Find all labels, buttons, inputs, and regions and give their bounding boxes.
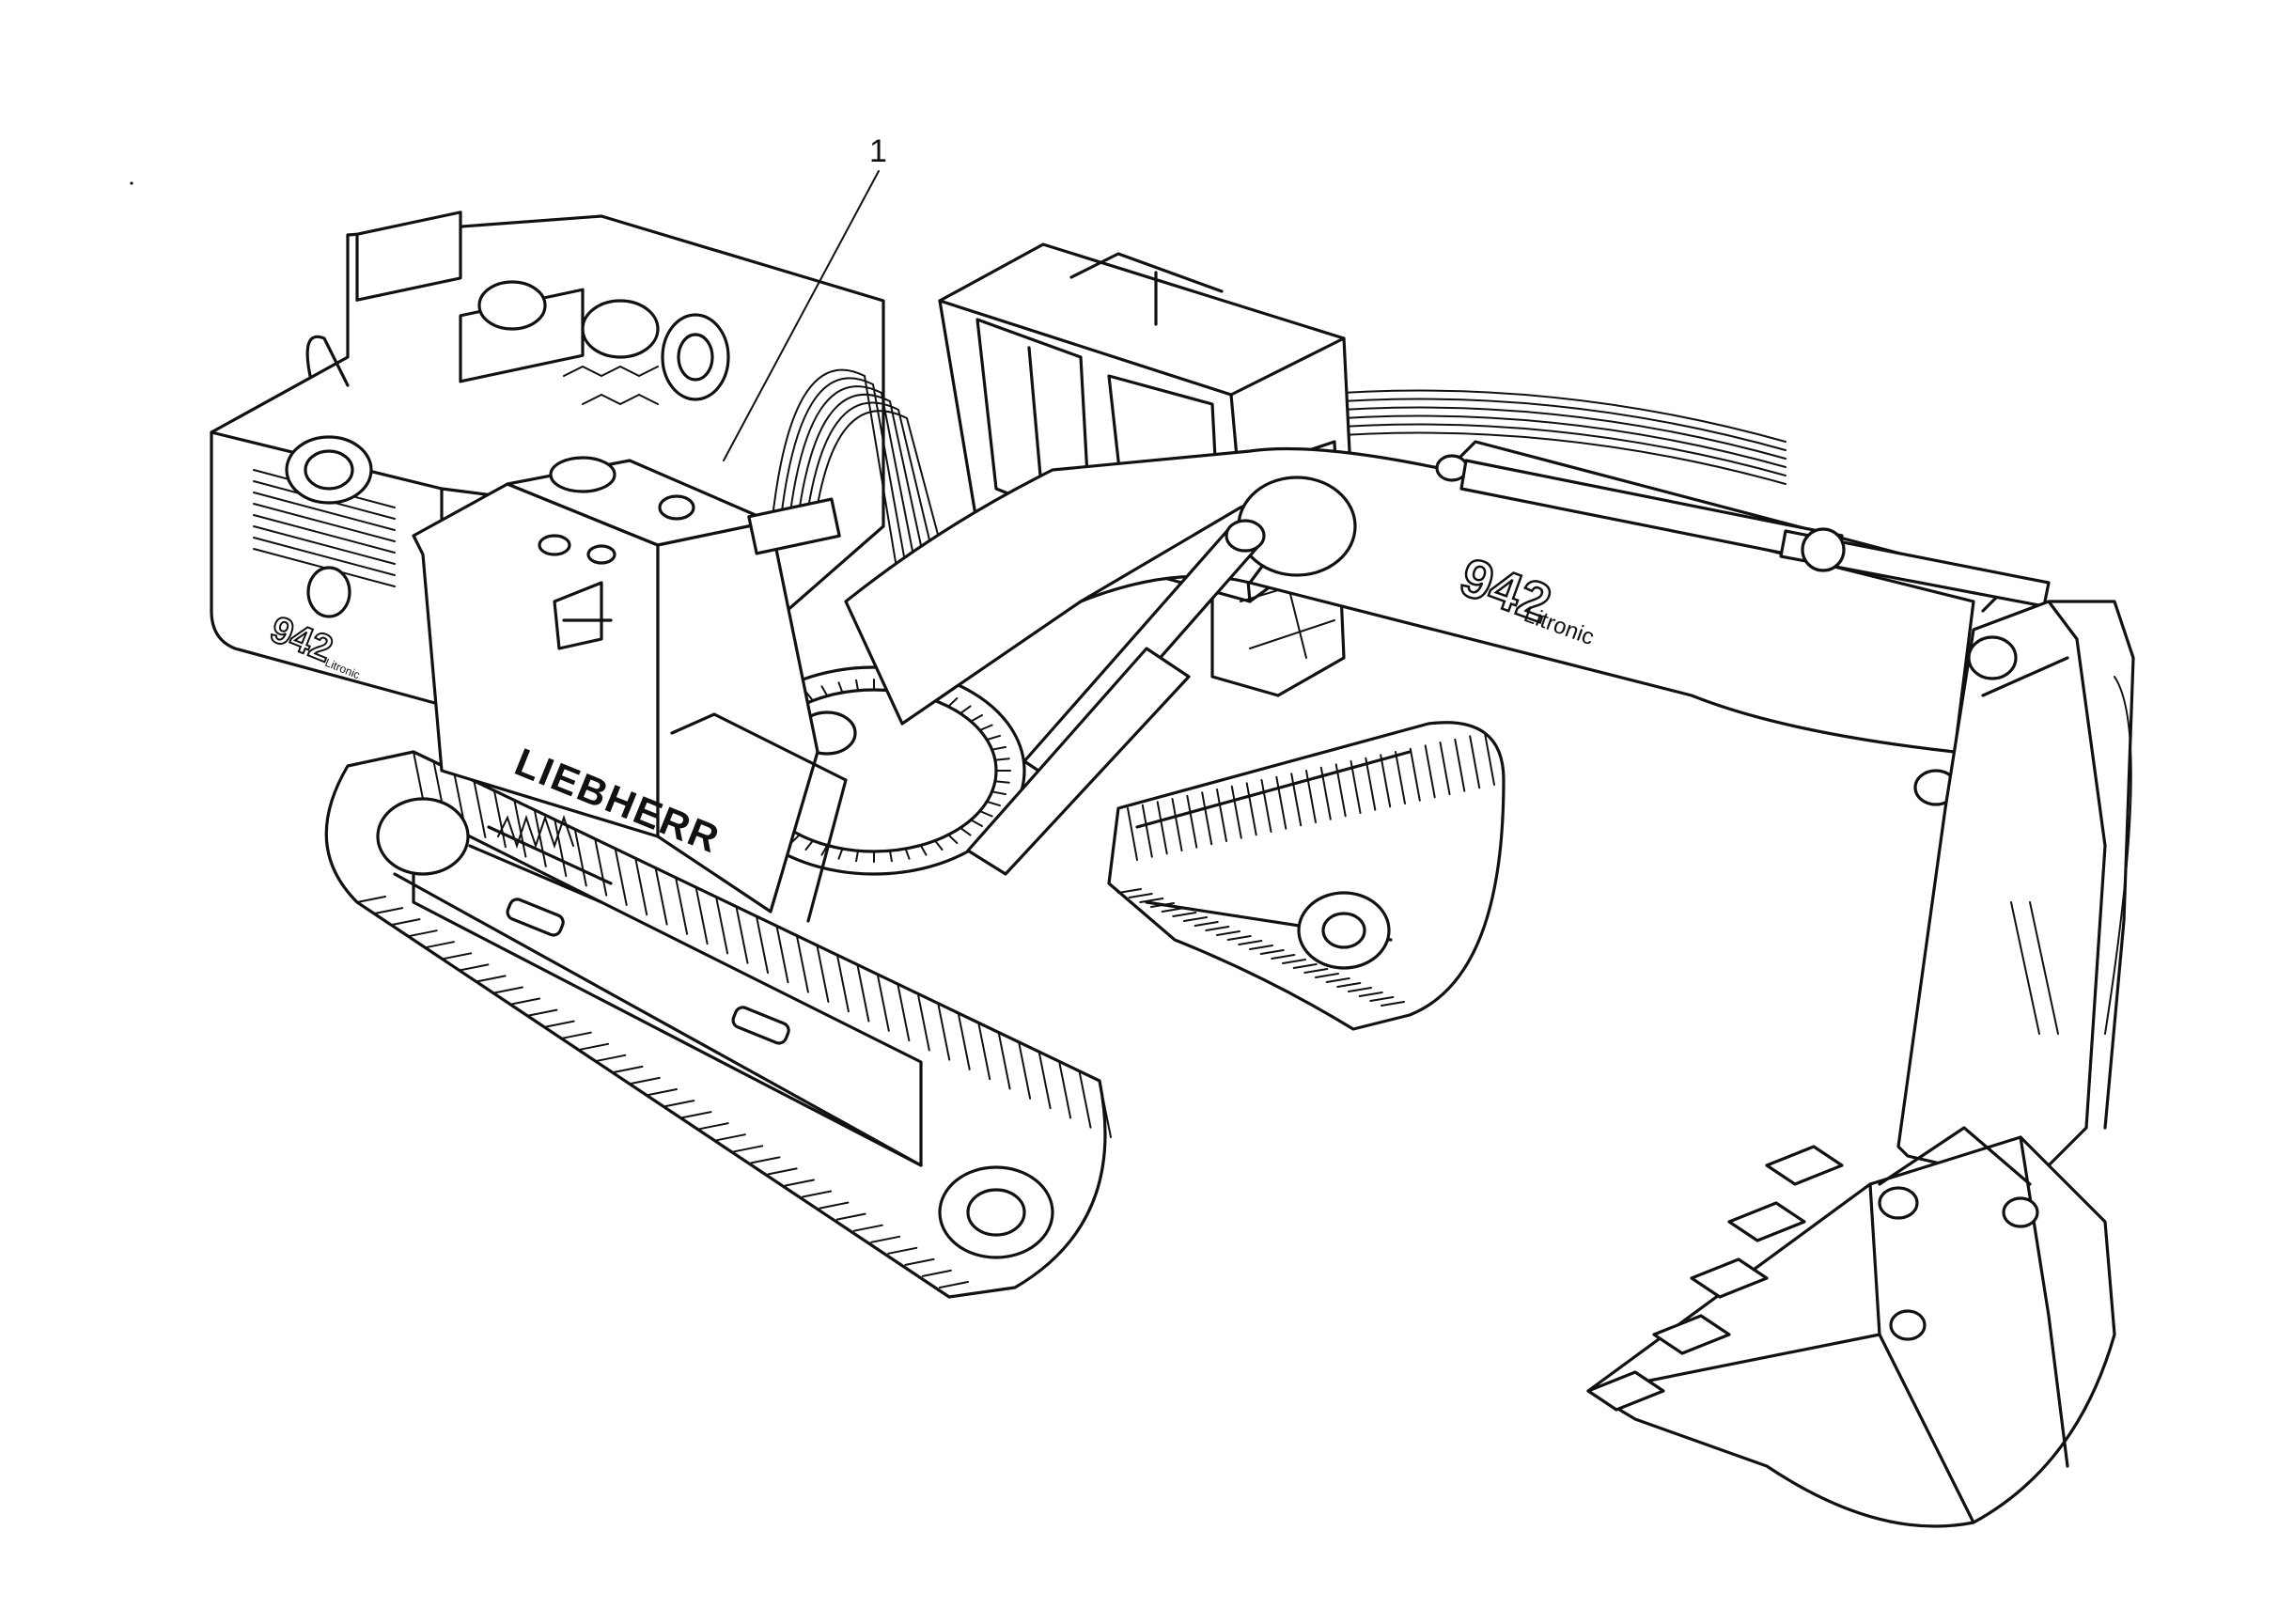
paper-speck (130, 181, 133, 185)
stick (1896, 600, 2135, 1186)
upper-carriage: LIEBHERR 942 Litronic (210, 211, 885, 923)
leader-line (723, 170, 880, 461)
bucket (1586, 1126, 2116, 1528)
bucket-teeth (1586, 1145, 1844, 1412)
callout-1: 1 (723, 133, 887, 461)
rear-track (1107, 721, 1506, 1031)
callout-label: 1 (869, 133, 887, 169)
front-track (324, 750, 1112, 1299)
stick-cylinder (1459, 459, 2051, 608)
boom-cylinder (966, 519, 1266, 876)
